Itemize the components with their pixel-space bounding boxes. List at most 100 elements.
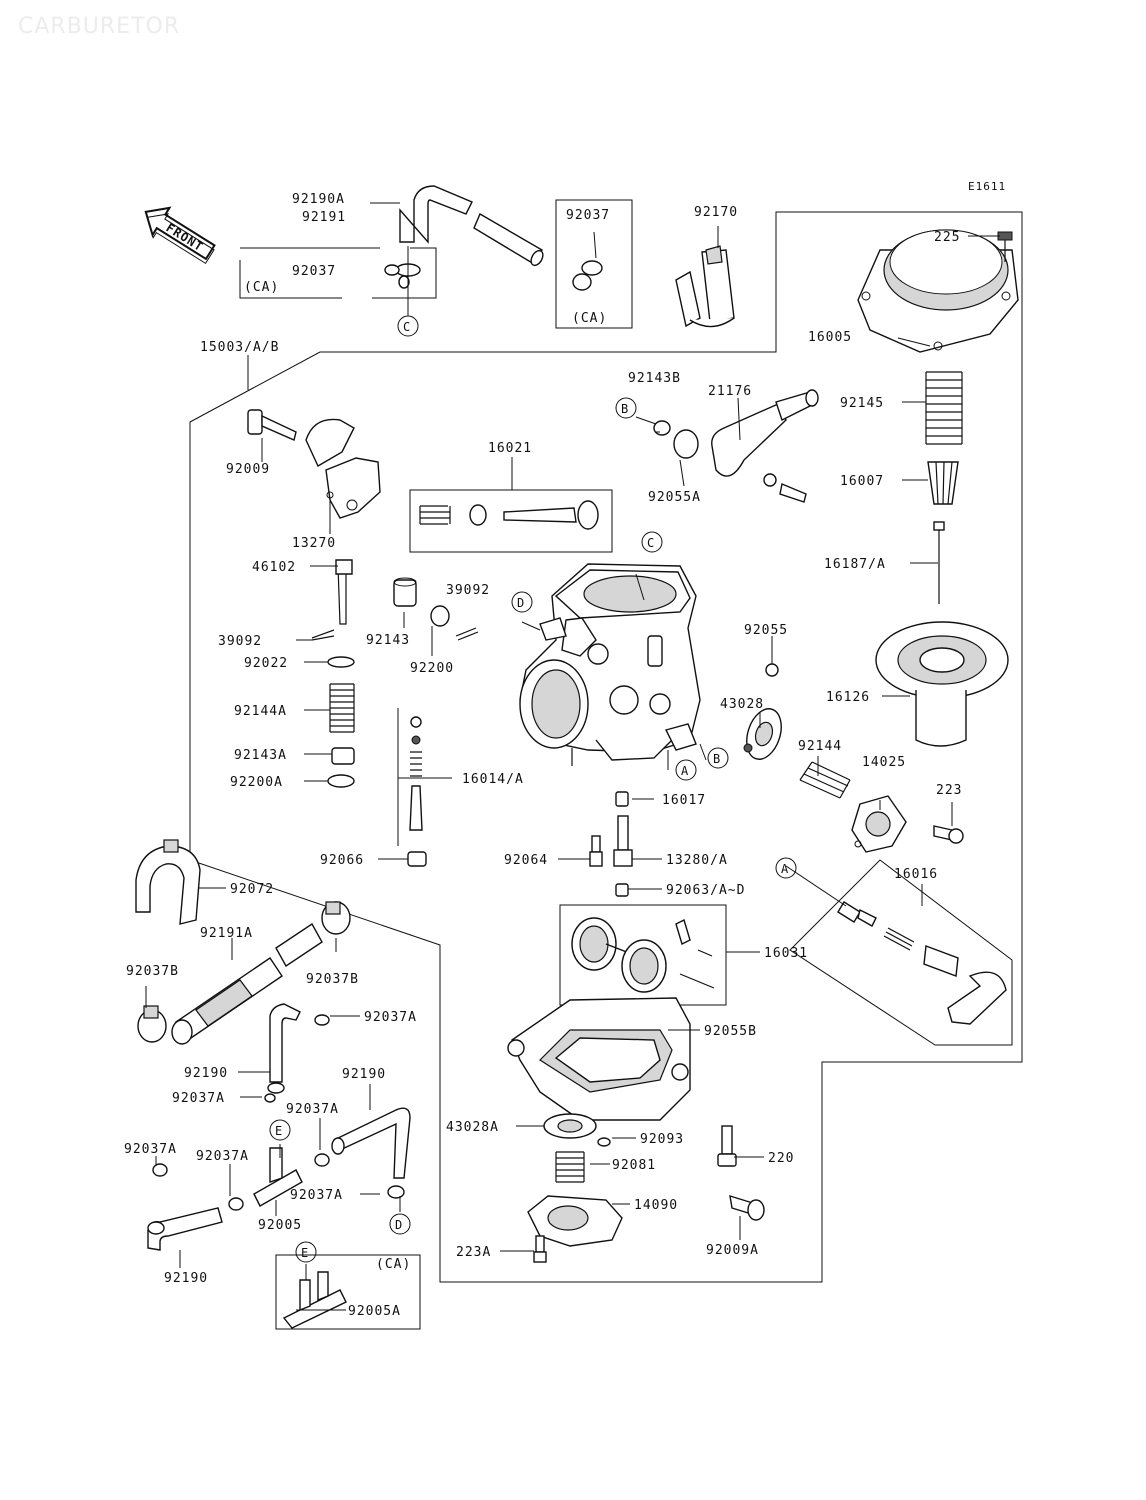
- leader-lines: [145, 202, 1000, 1311]
- fitting-92066-icon: [407, 851, 427, 867]
- hose-92190-lower-icon: [147, 1207, 223, 1251]
- label-92093: 92093: [640, 1132, 684, 1147]
- label-220: 220: [768, 1151, 794, 1166]
- label-ca-bottom: (CA): [376, 1257, 411, 1272]
- label-16005: 16005: [808, 330, 852, 345]
- label-92200A: 92200A: [230, 775, 283, 790]
- marker-C-body: C: [641, 531, 663, 553]
- main-jet-92063-icon: [615, 883, 629, 897]
- diaphragm-43028-icon: [743, 708, 782, 760]
- label-16031: 16031: [764, 946, 808, 961]
- label-39092-right: 39092: [446, 583, 490, 598]
- label-92143A: 92143A: [234, 748, 287, 763]
- box-16016: [789, 859, 1013, 1046]
- svg-text:B: B: [713, 752, 721, 766]
- label-92066: 92066: [320, 853, 364, 868]
- svg-text:C: C: [647, 536, 655, 550]
- label-92190-right: 92190: [342, 1067, 386, 1082]
- label-92190-upper: 92190: [184, 1066, 228, 1081]
- label-92055A: 92055A: [648, 490, 701, 505]
- rod-46102-icon: [335, 559, 353, 625]
- screw-92009-icon: [247, 409, 297, 441]
- accel-pump-16016-icon: [837, 901, 1007, 1025]
- label-92037A-mid: 92037A: [172, 1091, 225, 1106]
- label-92145: 92145: [840, 396, 884, 411]
- label-92037-right: 92037: [566, 208, 610, 223]
- clip-92037A-icon: [152, 1014, 405, 1211]
- needle-holder-16007-icon: [927, 461, 959, 505]
- diagram-code: E1611: [968, 180, 1006, 193]
- screw-21176-icon: [763, 473, 807, 503]
- cotter-pin-39092-right-icon: [455, 627, 479, 641]
- label-92009: 92009: [226, 462, 270, 477]
- throttle-linkage-13270: [305, 418, 381, 519]
- float-16031-icon: [571, 917, 715, 993]
- hose-92190-upper-icon: [269, 1003, 301, 1083]
- spring-92081-icon: [555, 1151, 585, 1183]
- label-13270: 13270: [292, 536, 336, 551]
- label-16017: 16017: [662, 793, 706, 808]
- clip-92037-left-icon: [384, 263, 421, 289]
- screw-92009A-icon: [729, 1194, 765, 1221]
- page-title-watermark: CARBURETOR: [18, 14, 181, 39]
- label-92005A: 92005A: [348, 1304, 401, 1319]
- label-92144: 92144: [798, 739, 842, 754]
- label-92200: 92200: [410, 661, 454, 676]
- box-92005A: [275, 1254, 421, 1330]
- label-39092-left: 39092: [218, 634, 262, 649]
- washer-92200A-icon: [327, 774, 355, 788]
- diaphragm-piston-16126: [875, 621, 1009, 747]
- label-16187: 16187/A: [824, 557, 886, 572]
- washer-92022-icon: [327, 656, 355, 668]
- ca-box-right: [555, 199, 633, 329]
- label-92037-left: 92037: [292, 264, 336, 279]
- cover-14025-icon: [851, 795, 907, 853]
- bushing-92143-icon: [393, 577, 417, 607]
- top-cover-16005: [857, 229, 1019, 353]
- label-92037A-e: 92037A: [286, 1102, 339, 1117]
- label-92072: 92072: [230, 882, 274, 897]
- label-43028A: 43028A: [446, 1120, 499, 1135]
- float-bowl: [507, 997, 691, 1121]
- pilot-jet-92064-icon: [589, 835, 603, 867]
- clamp-92170-icon: [675, 245, 735, 328]
- jet-16017-icon: [615, 791, 629, 807]
- box-16021: [409, 489, 613, 553]
- jet-needle-16014-icon: [397, 708, 423, 846]
- svg-text:C: C: [403, 320, 411, 334]
- label-92190A: 92190A: [292, 192, 345, 207]
- cover-14090-icon: [527, 1195, 623, 1247]
- clamp-92072-icon: [135, 839, 201, 925]
- marker-E-ca: E: [295, 1241, 317, 1263]
- label-14090: 14090: [634, 1198, 678, 1213]
- marker-C-top: C: [397, 315, 419, 337]
- label-ca-left: (CA): [244, 280, 279, 295]
- label-92005: 92005: [258, 1218, 302, 1233]
- label-92170: 92170: [694, 205, 738, 220]
- label-92063: 92063/A~D: [666, 883, 745, 898]
- pilot-screw-set-16021: [419, 500, 599, 530]
- label-92037A-left: 92037A: [196, 1149, 249, 1164]
- screw-223A-icon: [533, 1235, 547, 1263]
- diaphragm-43028A-icon: [543, 1113, 597, 1139]
- label-92009A: 92009A: [706, 1243, 759, 1258]
- marker-D-body: D: [511, 591, 533, 613]
- label-92191A: 92191A: [200, 926, 253, 941]
- marker-D-hose: D: [389, 1213, 411, 1235]
- label-92144A: 92144A: [234, 704, 287, 719]
- choke-assembly-21176: [711, 389, 819, 477]
- label-16016: 16016: [894, 867, 938, 882]
- hose-92190-right-icon: [331, 1107, 411, 1179]
- spring-92144A-icon: [329, 683, 355, 733]
- label-46102: 46102: [252, 560, 296, 575]
- washer-92143B-icon: [653, 420, 671, 436]
- label-16021: 16021: [488, 441, 532, 456]
- assembly-outline: [189, 211, 1023, 1283]
- label-92037A-lower: 92037A: [290, 1188, 343, 1203]
- label-15003: 15003/A/B: [200, 340, 279, 355]
- marker-B-choke: B: [615, 397, 637, 419]
- label-14025: 14025: [862, 755, 906, 770]
- label-92037A-far-left: 92037A: [124, 1142, 177, 1157]
- label-16126: 16126: [826, 690, 870, 705]
